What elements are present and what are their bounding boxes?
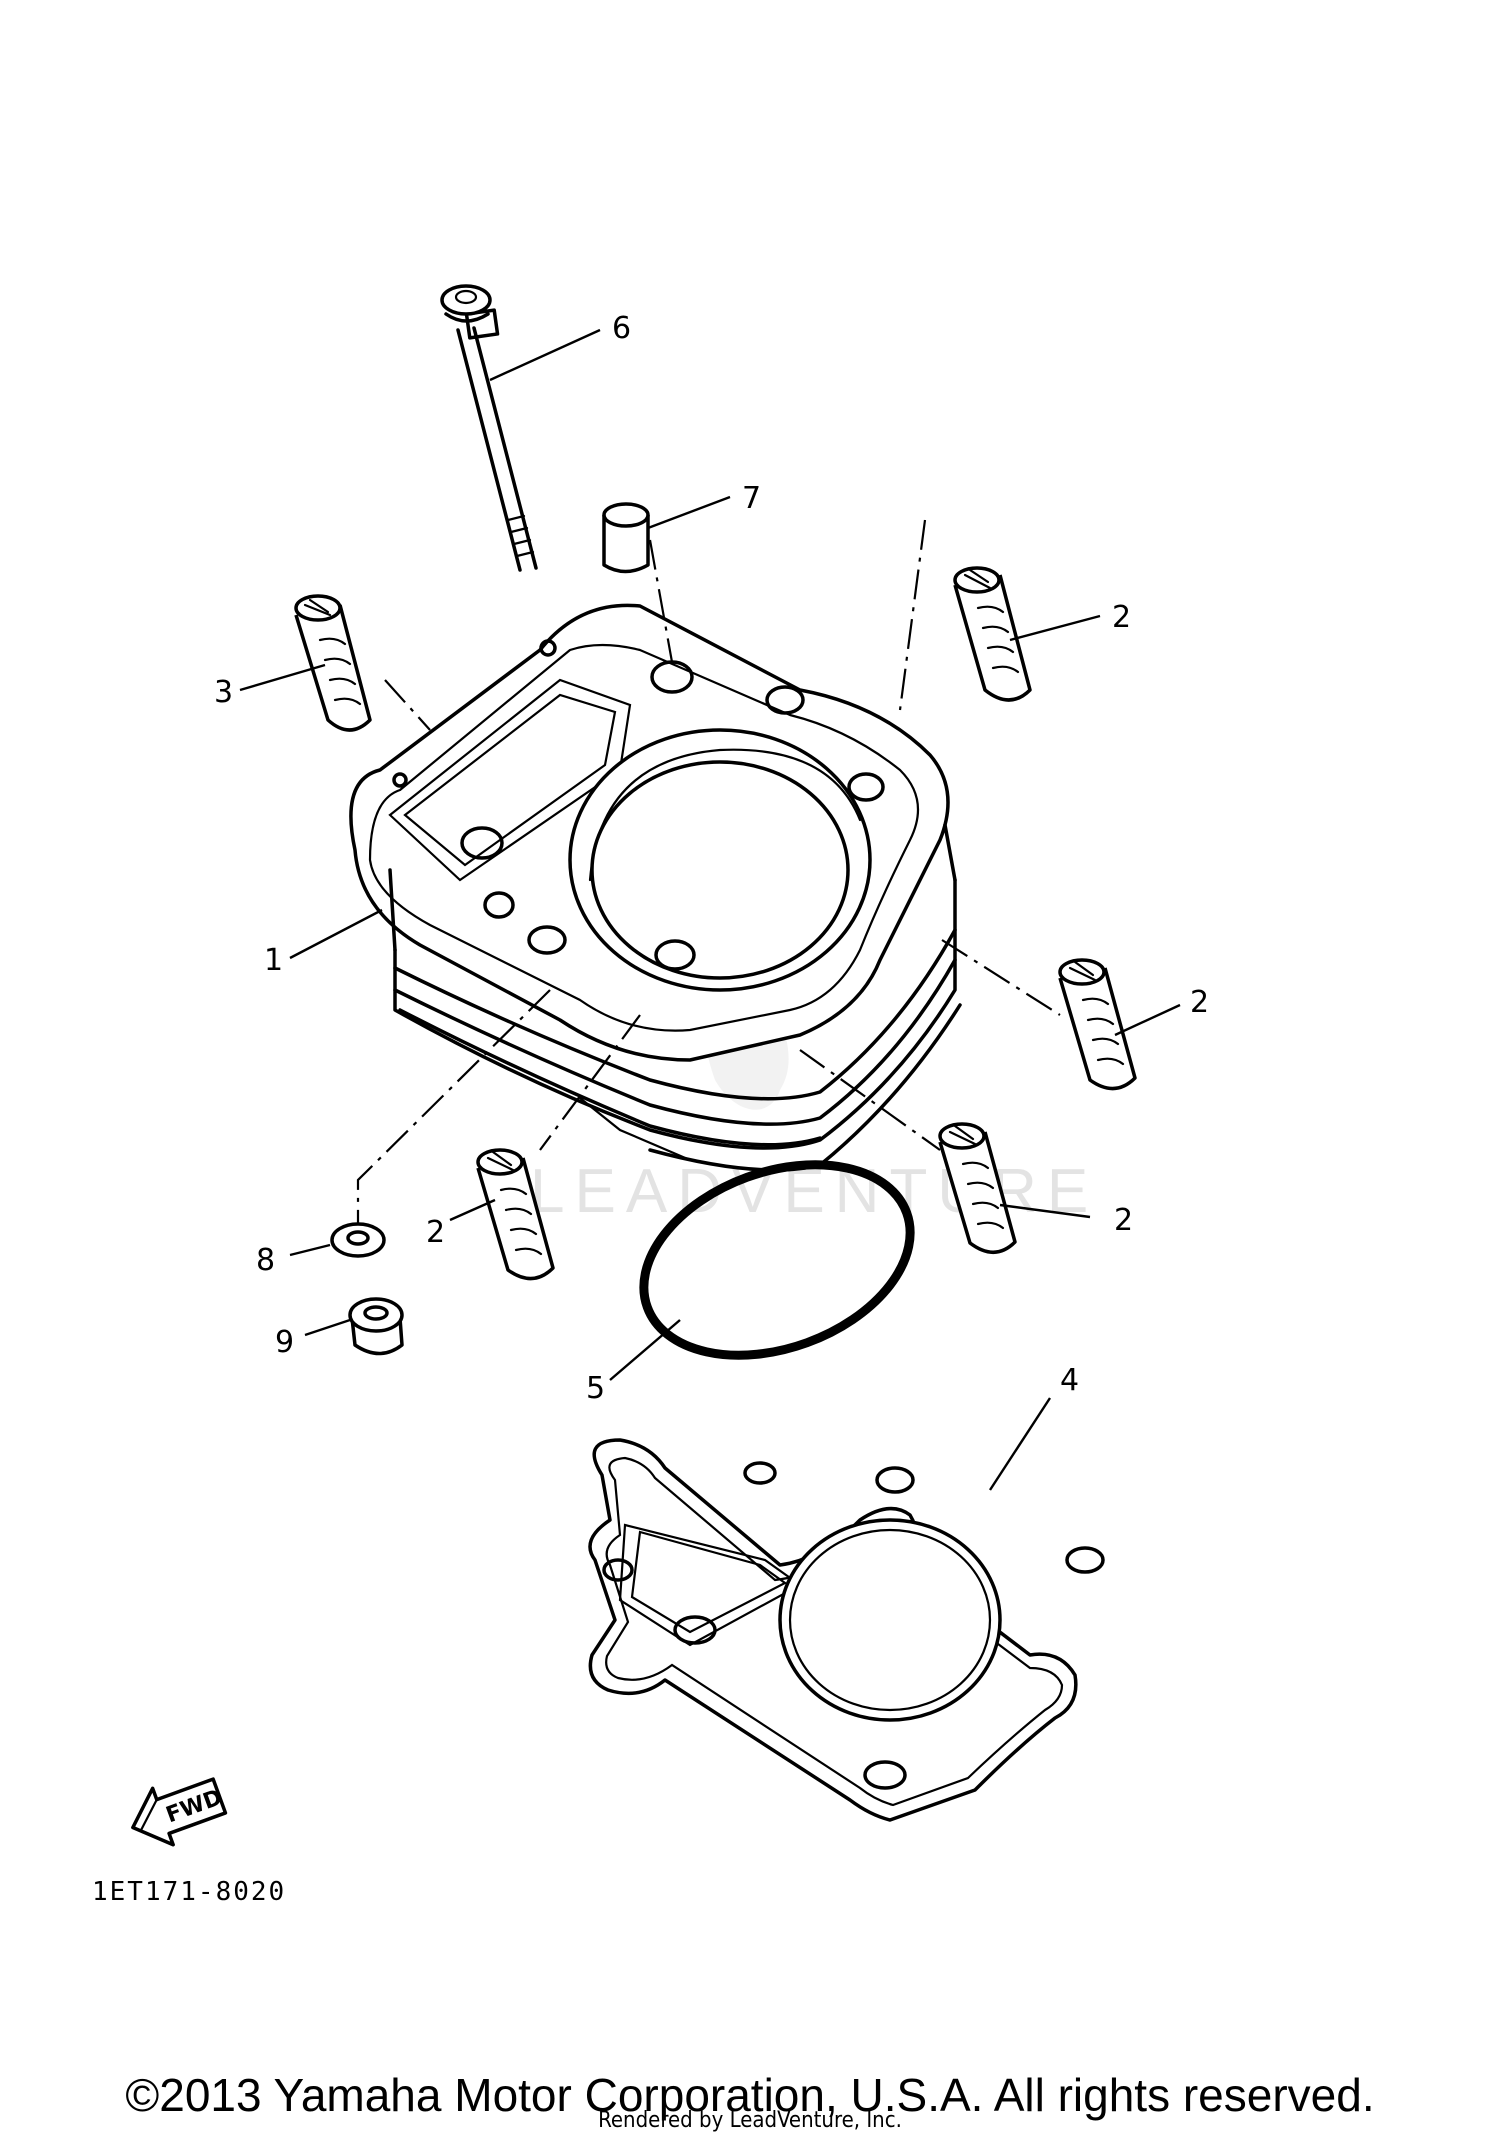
- pin-part-2-right[interactable]: [1058, 958, 1137, 1091]
- callout-1: 1: [264, 943, 283, 978]
- gasket-part-4[interactable]: [588, 1438, 1105, 1822]
- pin-part-2-lower-left[interactable]: [476, 1148, 555, 1281]
- callout-2-right: 2: [1190, 985, 1209, 1020]
- callout-9: 9: [275, 1325, 294, 1360]
- callout-8: 8: [256, 1243, 275, 1278]
- pin-part-2-upper-right[interactable]: [953, 566, 1032, 702]
- callout-3: 3: [214, 675, 233, 710]
- cylinder-part-1[interactable]: [349, 603, 962, 1172]
- callout-2-lower-right: 2: [1114, 1203, 1133, 1238]
- pin-part-3[interactable]: [294, 594, 372, 732]
- callout-5: 5: [586, 1371, 605, 1406]
- callout-6: 6: [612, 311, 631, 346]
- dowel-part-7[interactable]: [602, 502, 650, 574]
- rendered-by-notice: Rendered by LeadVenture, Inc.: [598, 2108, 902, 2133]
- diagram-code: 1ET171-8020: [92, 1877, 286, 1907]
- callout-2-upper-right: 2: [1112, 600, 1131, 635]
- copyright-notice: ©2013 Yamaha Motor Corporation, U.S.A. A…: [125, 2069, 1375, 2121]
- pin-part-2-lower-right[interactable]: [938, 1122, 1017, 1254]
- callout-labels: 6 7 2 3 1 2 2 2 8 9 5 4: [214, 311, 1209, 1406]
- bolt-part-6[interactable]: [440, 284, 538, 572]
- callout-4: 4: [1060, 1363, 1079, 1398]
- o-ring-part-5[interactable]: [617, 1130, 937, 1390]
- callout-2-lower-left: 2: [426, 1215, 445, 1250]
- nut-part-9[interactable]: [348, 1297, 404, 1356]
- leader-lines: [239, 328, 1181, 1491]
- centerlines: [356, 519, 1061, 1225]
- fwd-arrow-icon: FWD: [131, 1777, 228, 1847]
- callout-7: 7: [742, 481, 761, 516]
- washer-part-8[interactable]: [330, 1222, 386, 1258]
